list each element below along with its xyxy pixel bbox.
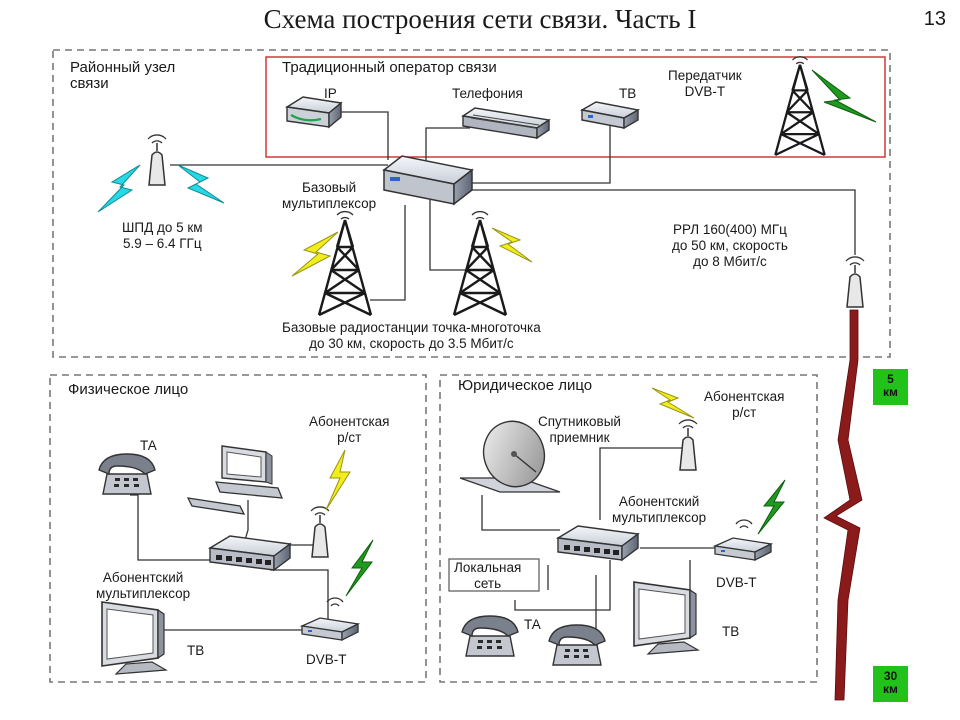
distance-badge-5km: 5 км (873, 369, 908, 405)
settop-box-icon (580, 101, 640, 130)
tv-label-operator: ТВ (619, 86, 637, 101)
subscriber-mux-label-legal: Абонентский мультиплексор (612, 494, 707, 525)
router-icon (285, 96, 343, 129)
connection-lines (130, 111, 856, 635)
antenna-signal-icon (735, 519, 753, 529)
ta-label-physical: ТА (140, 438, 157, 453)
rrl-label: РРЛ 160(400) МГц до 50 км, скорость до 8… (672, 222, 788, 269)
page-number: 13 (923, 8, 946, 30)
lan-label: Локальная сеть (454, 560, 522, 591)
satellite-dish-icon (459, 420, 561, 493)
physical-zone-border (49, 374, 427, 683)
bba-label: ШПД до 5 км 5.9 – 6.4 ГГц (122, 220, 203, 251)
subscriber-station-label-legal: Абонентская р/ст (704, 389, 785, 420)
dvbt-settop-box-icon (301, 617, 359, 641)
multiplexer-icon (209, 535, 291, 571)
distance-badge-30km: 30 км (873, 666, 908, 702)
bba-antenna-icon (147, 134, 167, 186)
phone-icon (548, 624, 606, 666)
lightning-icon (97, 164, 141, 213)
district-zone-label: Районный узел связи (70, 59, 176, 92)
radio-link-icon (823, 309, 863, 701)
switch-icon (461, 107, 551, 140)
antenna-signal-icon (326, 597, 344, 607)
antenna-icon (678, 419, 698, 471)
transmitter-label: Передатчик DVB-T (668, 68, 742, 99)
satellite-receiver-label: Спутниковый приемник (538, 414, 621, 445)
phone-icon (461, 615, 519, 657)
base-multiplexer-icon (382, 155, 474, 206)
lightning-icon (177, 164, 225, 204)
lightning-icon (811, 69, 877, 123)
tv-label-legal: ТВ (722, 624, 740, 639)
physical-zone-label: Физическое лицо (68, 381, 189, 398)
lightning-icon (325, 449, 351, 511)
lightning-icon (651, 387, 695, 419)
base-stations-label: Базовые радиостанции точка-многоточка до… (282, 320, 541, 351)
tv-monitor-icon (101, 601, 167, 675)
base-station-tower-icon (317, 210, 373, 317)
subscriber-station-label-physical: Абонентская р/ст (309, 414, 390, 445)
lan-box (448, 558, 540, 592)
lightning-icon (491, 227, 533, 263)
tv-label-physical: ТВ (187, 643, 205, 658)
antenna-icon (310, 506, 330, 558)
computer-icon (186, 445, 283, 515)
base-station-tower-icon (452, 210, 508, 317)
lightning-icon (291, 231, 339, 277)
multiplexer-icon (557, 525, 639, 561)
lightning-icon (757, 479, 786, 535)
lightning-icon (345, 539, 374, 597)
operator-zone-border (265, 56, 886, 158)
district-zone-border (52, 49, 891, 358)
rrl-antenna-icon (845, 256, 865, 308)
page-title: Схема построения сети связи. Часть I (263, 4, 697, 34)
legal-zone-label: Юридическое лицо (458, 377, 593, 394)
legal-zone-border (439, 374, 818, 683)
subscriber-mux-label-physical: Абонентский мультиплексор (96, 570, 191, 601)
dvbt-settop-box-icon (714, 537, 772, 561)
dvbt-label-legal: DVB-T (716, 575, 757, 590)
ip-label: IP (324, 86, 337, 101)
dvbt-label-physical: DVB-T (306, 652, 347, 667)
telephony-label: Телефония (452, 86, 523, 101)
transmitter-tower-icon (774, 55, 826, 157)
operator-zone-label: Традиционный оператор связи (282, 59, 497, 76)
base-multiplexer-label: Базовый мультиплексор (282, 180, 377, 211)
tv-monitor-icon (633, 581, 699, 655)
ta-label-legal: ТА (524, 617, 541, 632)
phone-icon (98, 453, 156, 495)
